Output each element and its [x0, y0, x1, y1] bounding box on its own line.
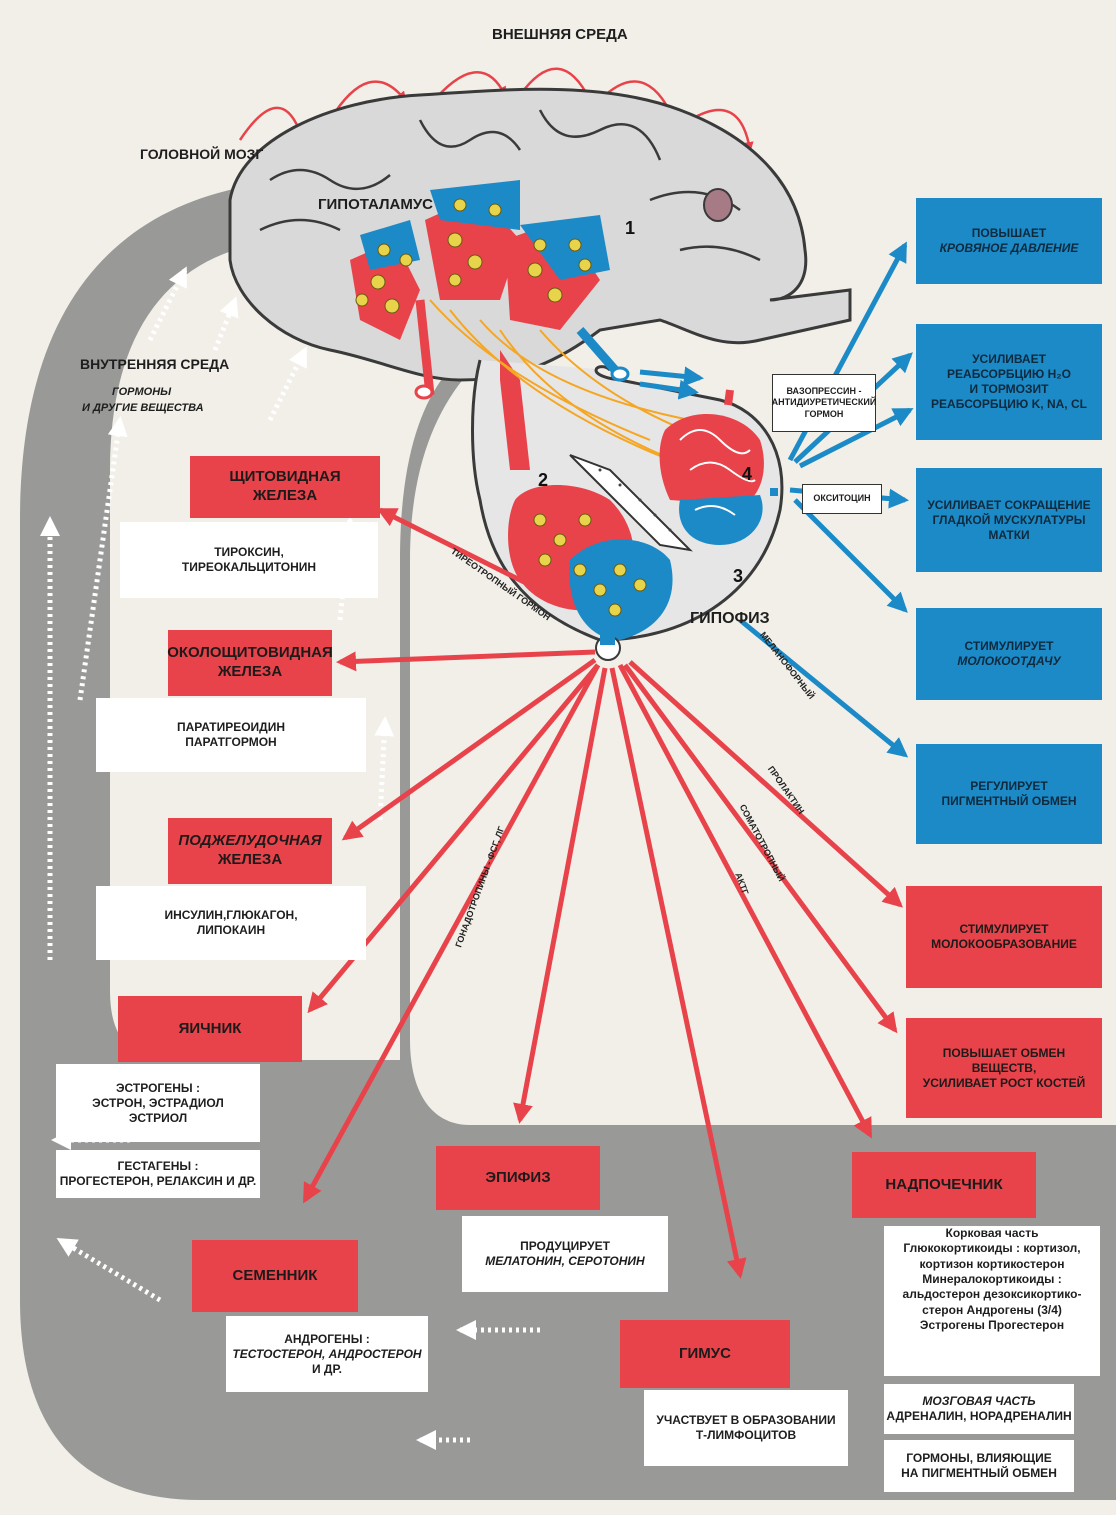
ovary-estrogens-box: ЭСТРОГЕНЫ : ЭСТРОН, ЭСТРАДИОЛ ЭСТРИОЛ — [56, 1064, 260, 1142]
label-number-4: 4 — [742, 464, 753, 484]
thymus-gland-box: ГИМУС — [620, 1320, 790, 1388]
testis-gland-box: СЕМЕННИК — [192, 1240, 358, 1312]
thymus-hormones-box: УЧАСТВУЕТ В ОБРАЗОВАНИИ Т-ЛИМФОЦИТОВ — [644, 1390, 848, 1466]
internal-env-sub1: ГОРМОНЫ — [112, 386, 172, 398]
label-number-1: 1 — [625, 218, 636, 238]
internal-env-sub2: И ДРУГИЕ ВЕЩЕСТВА — [82, 402, 204, 414]
vasopressin-label: ВАЗОПРЕССИН - АНТИДИУРЕТИЧЕСКИЙ ГОРМОН — [772, 374, 876, 432]
label-number-2: 2 — [538, 470, 549, 490]
external-arrows — [238, 67, 754, 152]
hypothalamus-cells — [350, 180, 610, 340]
adrenal-cortex-box: Корковая часть Глюкокортикоиды : кортизо… — [884, 1226, 1100, 1376]
effect-milk-ejection: СТИМУЛИРУЕТ МОЛОКООТДАЧУ — [916, 608, 1102, 700]
pineal-gland-box: ЭПИФИЗ — [436, 1146, 600, 1210]
effect-blood-pressure: ПОВЫШАЕТ КРОВЯНОЕ ДАВЛЕНИЕ — [916, 198, 1102, 284]
thyroid-gland-box: ЩИТОВИДНАЯ ЖЕЛЕЗА — [190, 456, 380, 518]
effect-milk-formation: СТИМУЛИРУЕТ МОЛОКООБРАЗОВАНИЕ — [906, 886, 1102, 988]
ovary-gland-box: ЯИЧНИК — [118, 996, 302, 1062]
pituitary-label: ГИПОФИЗ — [690, 610, 770, 627]
oxytocin-label: ОКСИТОЦИН — [802, 484, 882, 514]
pancreas-hormones-box: ИНСУЛИН,ГЛЮКАГОН, ЛИПОКАИН — [96, 886, 366, 960]
hypothalamus-label: ГИПОТАЛАМУС — [318, 196, 433, 213]
adrenal-medulla-box: МОЗГОВАЯ ЧАСТЬ АДРЕНАЛИН, НОРАДРЕНАЛИН — [884, 1384, 1074, 1434]
adrenal-pigment-box: ГОРМОНЫ, ВЛИЯЮЩИЕ НА ПИГМЕНТНЫЙ ОБМЕН — [884, 1440, 1074, 1492]
testis-hormones-box: АНДРОГЕНЫ : ТЕСТОСТЕРОН, АНДРОСТЕРОН И Д… — [226, 1316, 428, 1392]
adrenal-gland-box: НАДПОЧЕЧНИК — [852, 1152, 1036, 1218]
effect-pigment: РЕГУЛИРУЕТ ПИГМЕНТНЫЙ ОБМЕН — [916, 744, 1102, 844]
label-number-3: 3 — [733, 566, 744, 586]
pineal-hormones-box: ПРОДУЦИРУЕТ МЕЛАТОНИН, СЕРОТОНИН — [462, 1216, 668, 1292]
effect-reabsorption: УСИЛИВАЕТ РЕАБСОРБЦИЮ H₂O И ТОРМОЗИТ РЕА… — [916, 324, 1102, 440]
ovary-gestagens-box: ГЕСТАГЕНЫ : ПРОГЕСТЕРОН, РЕЛАКСИН И ДР. — [56, 1150, 260, 1198]
parathyroid-hormones-box: ПАРАТИРЕОИДИН ПАРАТГОРМОН — [96, 698, 366, 772]
parathyroid-gland-box: ОКОЛОЩИТОВИДНАЯ ЖЕЛЕЗА — [167, 630, 333, 696]
external-env-label: ВНЕШНЯЯ СРЕДА — [492, 26, 628, 43]
pancreas-gland-box: ПОДЖЕЛУДОЧНАЯ ЖЕЛЕЗА — [168, 818, 332, 884]
effect-metabolism: ПОВЫШАЕТ ОБМЕН ВЕЩЕСТВ, УСИЛИВАЕТ РОСТ К… — [906, 1018, 1102, 1118]
thyroid-hormones-box: ТИРОКСИН, ТИРЕОКАЛЬЦИТОНИН — [120, 522, 378, 598]
brain-label: ГОЛОВНОЙ МОЗГ — [140, 146, 264, 162]
internal-env-label: ВНУТРЕННЯЯ СРЕДА — [80, 356, 230, 372]
effect-uterus: УСИЛИВАЕТ СОКРАЩЕНИЕ ГЛАДКОЙ МУСКУЛАТУРЫ… — [916, 468, 1102, 572]
